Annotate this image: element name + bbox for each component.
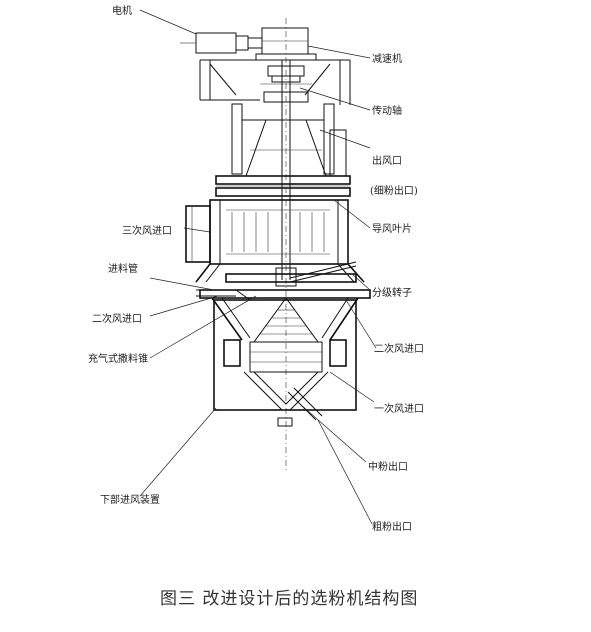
motor-assembly: [180, 32, 263, 54]
label-secondary-air-inlet-left: 二次风进口: [92, 312, 142, 325]
support-frame: [199, 59, 351, 105]
label-lower-air-inlet-device: 下部进风装置: [100, 493, 160, 506]
medium-powder-chute: [243, 371, 329, 427]
flange-row: [215, 175, 351, 197]
tertiary-air-inlet-box: [185, 205, 211, 263]
guide-vanes: [231, 212, 325, 252]
label-fine-powder-outlet: (细粉出口): [370, 184, 418, 197]
secondary-air-inlet-box-right: [329, 339, 347, 367]
label-medium-powder-outlet: 中粉出口: [368, 460, 408, 473]
label-motor: 电机: [112, 4, 132, 17]
label-reducer: 减速机: [372, 52, 402, 65]
label-air-outlet: 出风口: [372, 154, 402, 167]
label-secondary-air-inlet-right: 二次风进口: [374, 342, 424, 355]
label-primary-air-inlet: 一次风进口: [374, 402, 424, 415]
label-coarse-powder-outlet: 粗粉出口: [372, 520, 412, 533]
air-outlet-housing: [231, 103, 347, 177]
label-feed-pipe: 进料管: [108, 262, 138, 275]
middle-ring: [199, 289, 371, 299]
classifier-rotor: [225, 261, 357, 287]
classifier-chamber: [209, 199, 349, 265]
inflatable-spreading-cone: [249, 297, 323, 373]
leader-lines: [139, 9, 377, 525]
label-guide-vane: 导风叶片: [372, 222, 412, 235]
figure-caption: 图三 改进设计后的选粉机结构图: [160, 589, 418, 609]
label-inflatable-cone: 充气式撒料锥: [88, 352, 148, 365]
label-classifier-rotor: 分级转子: [372, 286, 412, 299]
lower-cone-body: [211, 297, 359, 341]
label-drive-shaft: 传动轴: [372, 104, 402, 117]
label-tertiary-air-inlet: 三次风进口: [122, 224, 172, 237]
secondary-air-inlet-box-left: [223, 339, 241, 367]
lower-housing: [213, 299, 357, 411]
